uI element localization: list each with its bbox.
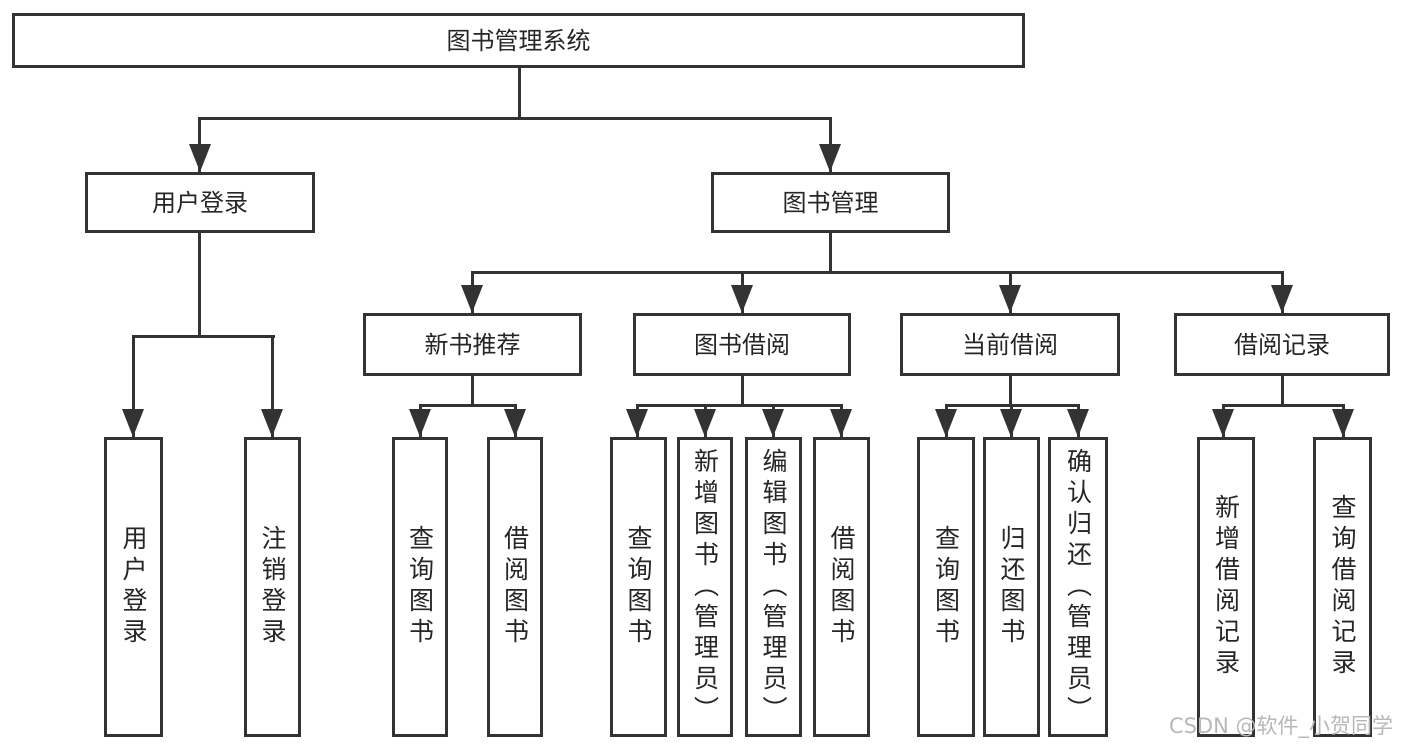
leaf-query-borrow-record: 查询借阅记录 [1313,437,1372,737]
arrowhead-icon [731,285,753,313]
node-label: 图书管理系统 [446,26,591,55]
node-root: 图书管理系统 [12,13,1025,68]
arrowhead-icon [461,285,483,313]
arrowhead-icon [626,409,648,437]
connector-line [518,68,521,119]
node-label: 新增图书（管理员） [690,447,720,727]
arrowhead-icon [830,409,852,437]
arrowhead-icon [261,409,283,437]
connector-line [636,404,843,407]
node-label: 图书借阅 [694,330,790,359]
node-label: 查询图书 [931,525,961,649]
node-label: 新增借阅记录 [1211,494,1241,680]
node-label: 新书推荐 [424,330,521,359]
arrowhead-icon [1000,409,1022,437]
node-label: 用户登录 [152,188,248,217]
arrowhead-icon [409,409,431,437]
node-book-management: 图书管理 [711,172,950,233]
leaf-edit-books-admin: 编辑图书（管理员） [745,437,802,737]
leaf-user-login: 用户登录 [104,437,163,737]
node-label: 借阅图书 [500,525,530,649]
leaf-query-books-current: 查询图书 [917,437,975,737]
connector-line [471,376,474,407]
connector-line [419,404,517,407]
node-user-login: 用户登录 [85,172,315,233]
leaf-add-books-admin: 新增图书（管理员） [677,437,733,737]
node-book-borrowing: 图书借阅 [633,313,851,376]
connector-line [271,335,274,437]
arrowhead-icon [1271,285,1293,313]
arrowhead-icon [762,409,784,437]
leaf-query-books-borrowing: 查询图书 [610,437,667,737]
node-current-borrowing: 当前借阅 [900,313,1120,376]
connector-line [198,233,201,338]
node-label: 借阅记录 [1234,330,1330,359]
leaf-logout: 注销登录 [244,437,301,737]
leaf-borrow-books-borrowing: 借阅图书 [813,437,870,737]
connector-line [132,335,135,437]
leaf-return-books: 归还图书 [983,437,1040,737]
arrowhead-icon [189,144,211,172]
node-label: 注销登录 [258,525,287,649]
node-borrowing-records: 借阅记录 [1174,313,1390,376]
node-label: 编辑图书（管理员） [759,447,788,727]
connector-line [198,117,832,120]
connector-line [741,376,744,407]
node-label: 查询图书 [624,525,653,649]
connector-line [1009,376,1012,407]
node-label: 查询图书 [405,525,435,649]
arrowhead-icon [504,409,526,437]
arrowhead-icon [935,409,957,437]
arrowhead-icon [1212,409,1234,437]
leaf-confirm-return-admin: 确认归还（管理员） [1048,437,1108,737]
connector-line [829,233,832,274]
node-label: 用户登录 [119,525,148,649]
arrowhead-icon [999,285,1021,313]
arrowhead-icon [819,144,841,172]
connector-line [471,271,1284,274]
connector-line [1281,376,1284,407]
node-label: 图书管理 [782,188,879,217]
arrowhead-icon [122,409,144,437]
node-label: 当前借阅 [962,330,1058,359]
leaf-add-borrow-record: 新增借阅记录 [1197,437,1255,737]
connector-line [132,335,275,338]
arrowhead-icon [1332,409,1354,437]
watermark: CSDN @软件_小贺同学 [1168,714,1393,738]
connector-line [1222,404,1345,407]
node-label: 借阅图书 [827,525,856,649]
node-label: 查询借阅记录 [1328,494,1357,680]
arrowhead-icon [1067,409,1089,437]
node-new-book-recommend: 新书推荐 [363,313,582,376]
node-label: 确认归还（管理员） [1063,447,1093,727]
node-label: 归还图书 [997,525,1026,649]
arrowhead-icon [694,409,716,437]
leaf-query-books-recommend: 查询图书 [392,437,448,737]
leaf-borrow-books-recommend: 借阅图书 [487,437,543,737]
